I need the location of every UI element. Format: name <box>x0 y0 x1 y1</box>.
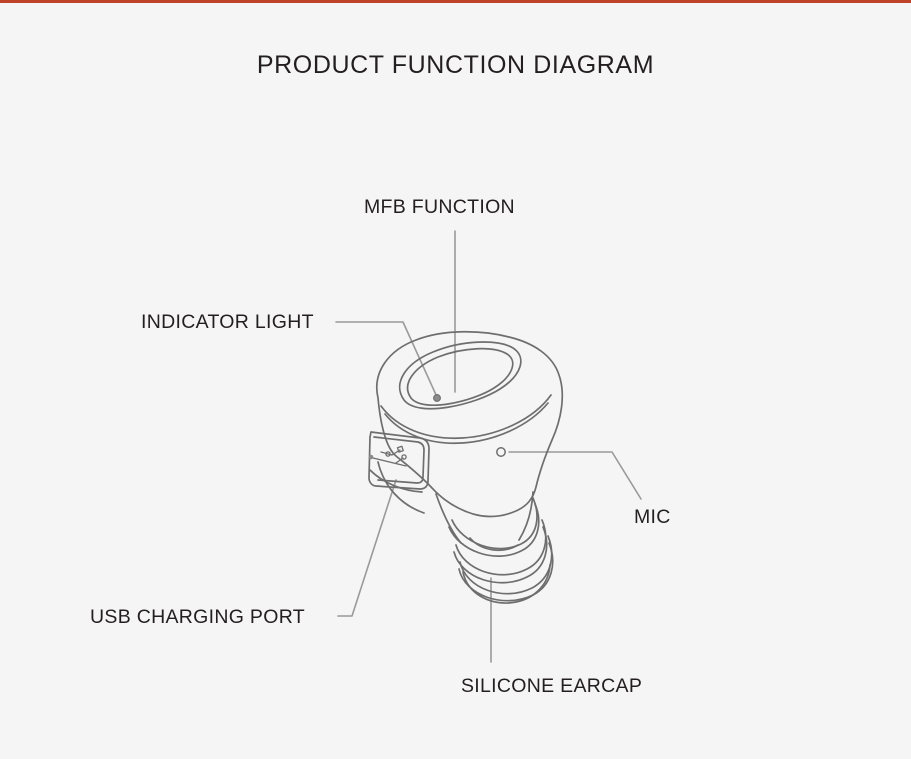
callout-label-usb-charging-port: USB CHARGING PORT <box>90 606 305 628</box>
earcap-bottom-rim <box>462 564 551 604</box>
leader-line-indicator <box>335 321 438 398</box>
usb-panel-outline <box>368 431 430 490</box>
body-lower-left-curve <box>377 461 425 514</box>
leader-line-mic <box>508 451 642 500</box>
leader-line-usb <box>337 479 397 617</box>
earcap-ring-1 <box>451 497 538 550</box>
earcap-ring-3b <box>458 542 554 602</box>
callout-label-silicone-earcap: SILICONE EARCAP <box>461 675 643 697</box>
top-button-inset-outer <box>398 341 522 410</box>
usb-symbol-icon <box>368 445 407 467</box>
callout-label-mic: MIC <box>634 506 671 528</box>
callout-label-mfb-function: MFB FUNCTION <box>364 196 515 218</box>
top-accent-bar <box>0 0 911 3</box>
earcap-ring-1b <box>448 503 540 557</box>
top-button-inset-inner <box>406 347 514 406</box>
earcap-ring-2 <box>455 519 547 576</box>
indicator-light-dot <box>433 394 441 402</box>
stem-right-edge <box>518 491 534 541</box>
usb-panel-inner-edge <box>373 436 425 484</box>
earcap-ring-2b <box>453 526 548 584</box>
earcap-ring-3 <box>459 535 553 595</box>
page-title: PRODUCT FUNCTION DIAGRAM <box>256 51 655 79</box>
earbud-drawing <box>368 330 564 604</box>
earbud-top-ridge <box>380 394 552 440</box>
earbud-body-outline <box>376 330 564 518</box>
mic-hole <box>496 447 506 457</box>
callout-label-indicator-light: INDICATOR LIGHT <box>141 311 314 333</box>
usb-panel-shadow-curve <box>369 469 423 493</box>
earbud-top-ridge-inner <box>384 402 549 445</box>
earcap-inner-seam <box>469 537 519 552</box>
